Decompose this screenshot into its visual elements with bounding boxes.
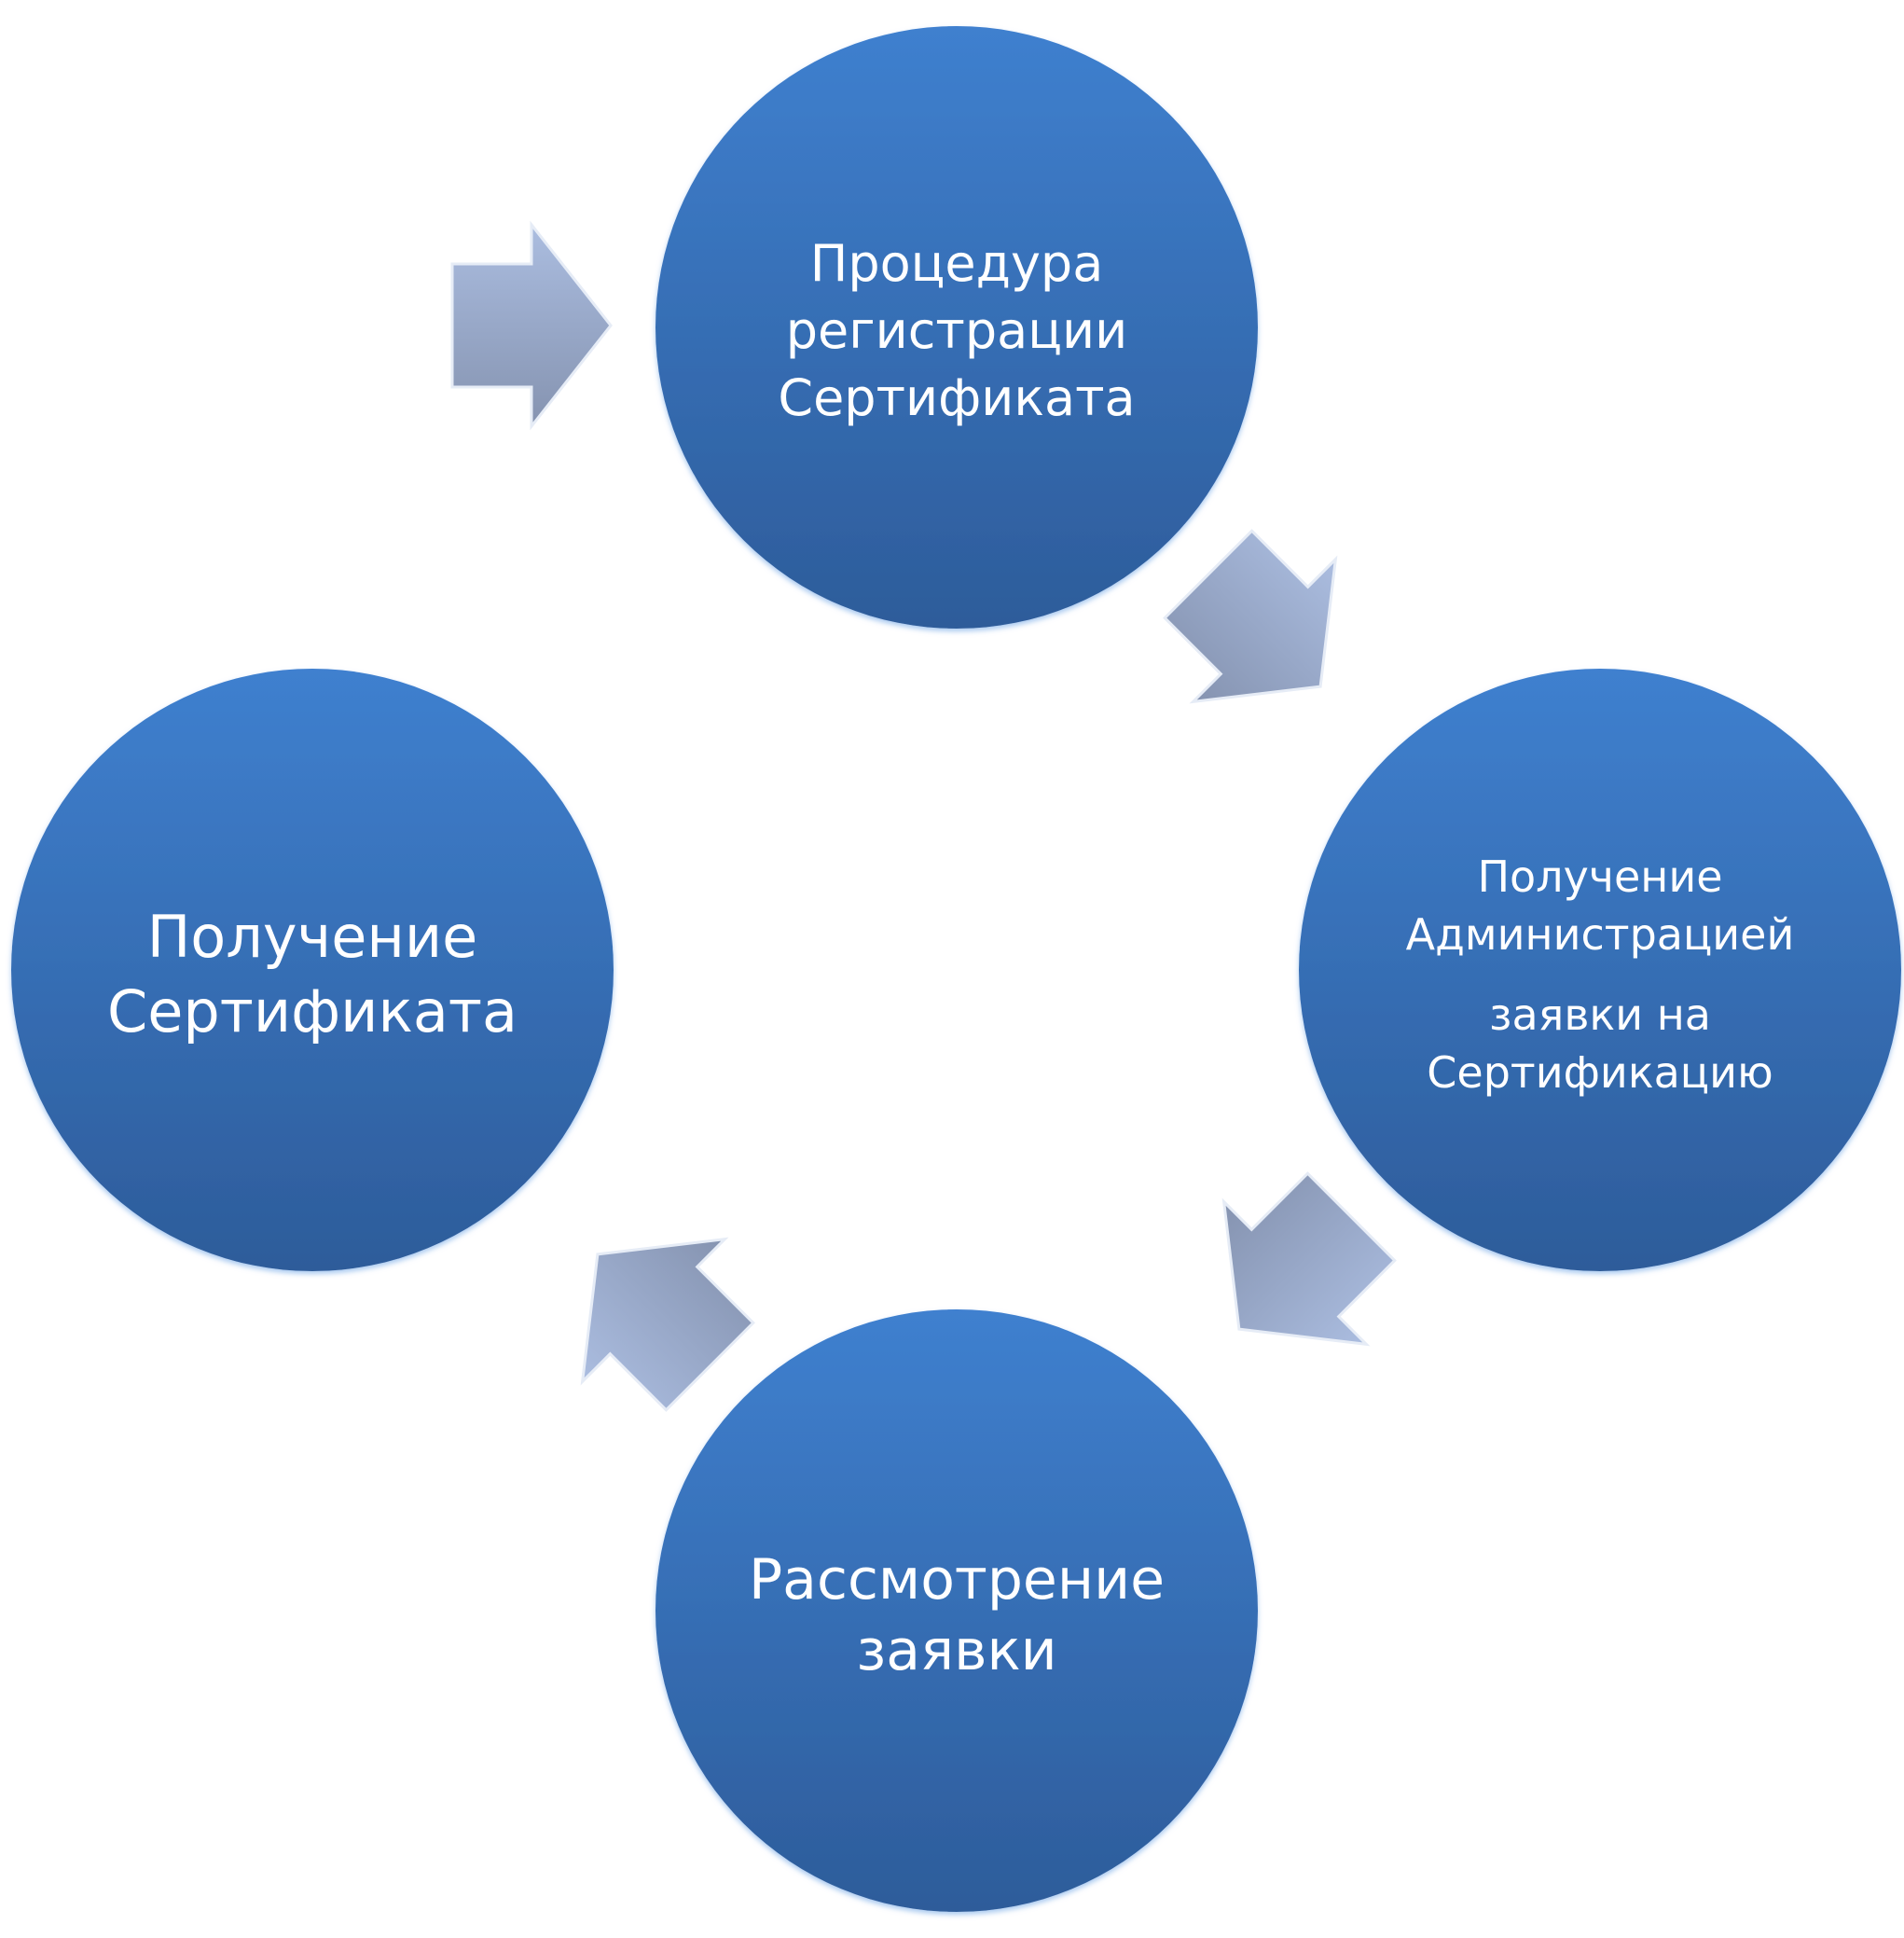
step-2-line: Сертификацию <box>1427 1047 1773 1098</box>
arrow-step-1-to-2 <box>1163 529 1338 704</box>
arrow-step-3-to-4 <box>580 1237 755 1412</box>
step-2-line: Администрацией <box>1405 909 1795 960</box>
step-3-label: Рассмотрение заявки <box>749 1544 1165 1686</box>
step-2-label: Получение Администрацией заявки на Серти… <box>1406 848 1795 1101</box>
step-3-line: заявки <box>856 1618 1057 1683</box>
step-1-line: Сертификата <box>778 368 1136 427</box>
step-1-line: Процедура <box>809 234 1104 293</box>
step-4-line: Получение <box>146 903 478 971</box>
step-4-line: Сертификата <box>106 977 518 1045</box>
step-1-circle <box>655 26 1258 629</box>
step-4-circle <box>11 669 614 1271</box>
step-4-label: Получение Сертификата <box>107 900 517 1049</box>
step-2-line: заявки на <box>1489 990 1711 1040</box>
step-3-circle <box>655 1309 1258 1912</box>
step-2-line: Получение <box>1477 851 1723 902</box>
step-2-circle <box>1299 669 1901 1271</box>
arrow-to-step-1 <box>450 220 613 431</box>
step-1-line: регистрации <box>785 301 1128 360</box>
step-3-line: Рассмотрение <box>749 1547 1165 1613</box>
step-1-label: Процедура регистрации Сертификата <box>778 230 1135 432</box>
arrow-step-2-to-3 <box>1221 1171 1397 1347</box>
